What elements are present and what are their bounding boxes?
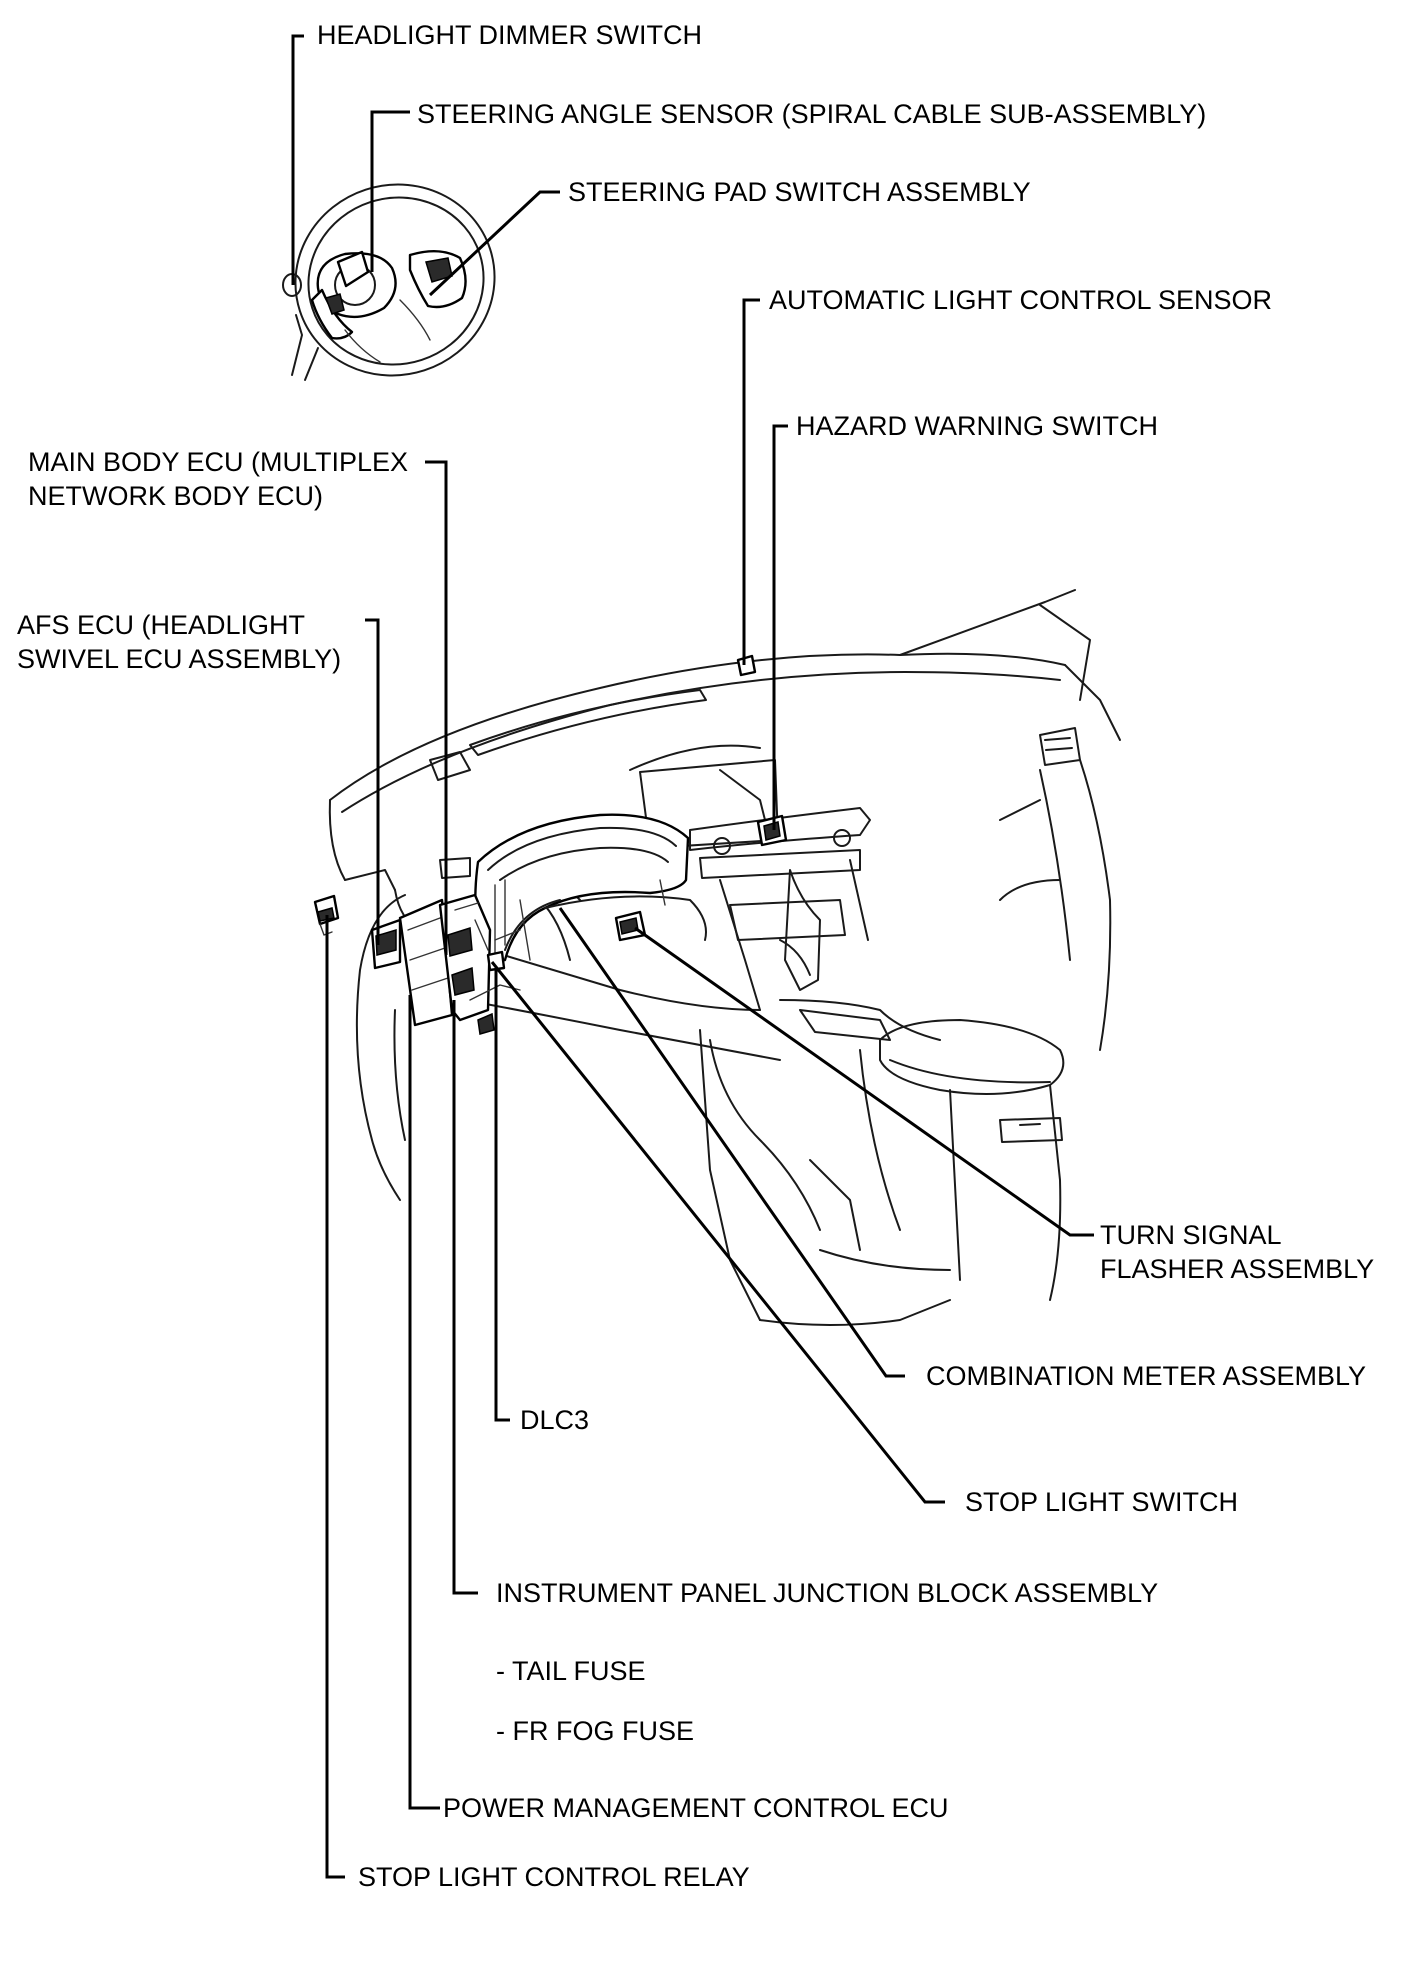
label-turn-signal-line2: FLASHER ASSEMBLY <box>1100 1254 1375 1284</box>
label-fr-fog-fuse: - FR FOG FUSE <box>496 1716 694 1746</box>
hazard-switch-part <box>756 814 788 847</box>
label-instrument-panel-junction-block: INSTRUMENT PANEL JUNCTION BLOCK ASSEMBLY <box>496 1578 1159 1608</box>
steering-wheel-illustration <box>282 183 496 381</box>
label-steering-pad-switch: STEERING PAD SWITCH ASSEMBLY <box>568 177 1031 207</box>
label-automatic-light-control-sensor: AUTOMATIC LIGHT CONTROL SENSOR <box>769 285 1273 315</box>
label-dlc3: DLC3 <box>520 1405 590 1435</box>
label-main-body-ecu-line1: MAIN BODY ECU (MULTIPLEX <box>28 447 409 477</box>
label-power-management-ecu: POWER MANAGEMENT CONTROL ECU <box>443 1793 949 1823</box>
label-stop-light-switch: STOP LIGHT SWITCH <box>965 1487 1239 1517</box>
turn-signal-flasher-part <box>614 910 647 942</box>
ecu-cluster-illustration <box>313 893 521 1035</box>
label-afs-ecu-line2: SWIVEL ECU ASSEMBLY) <box>17 644 342 674</box>
light-sensor-part <box>736 654 757 677</box>
label-afs-ecu-line1: AFS ECU (HEADLIGHT <box>17 610 306 640</box>
label-headlight-dimmer-switch: HEADLIGHT DIMMER SWITCH <box>317 20 703 50</box>
label-stop-light-control-relay: STOP LIGHT CONTROL RELAY <box>358 1862 750 1892</box>
label-main-body-ecu-line2: NETWORK BODY ECU) <box>28 481 324 511</box>
leader-lines <box>291 34 1094 1879</box>
label-combination-meter: COMBINATION METER ASSEMBLY <box>926 1361 1367 1391</box>
label-steering-angle-sensor: STEERING ANGLE SENSOR (SPIRAL CABLE SUB-… <box>417 99 1207 129</box>
label-turn-signal-line1: TURN SIGNAL <box>1100 1220 1282 1250</box>
combination-meter-illustration <box>474 813 707 964</box>
label-tail-fuse: - TAIL FUSE <box>496 1656 646 1686</box>
label-hazard-warning-switch: HAZARD WARNING SWITCH <box>796 411 1158 441</box>
